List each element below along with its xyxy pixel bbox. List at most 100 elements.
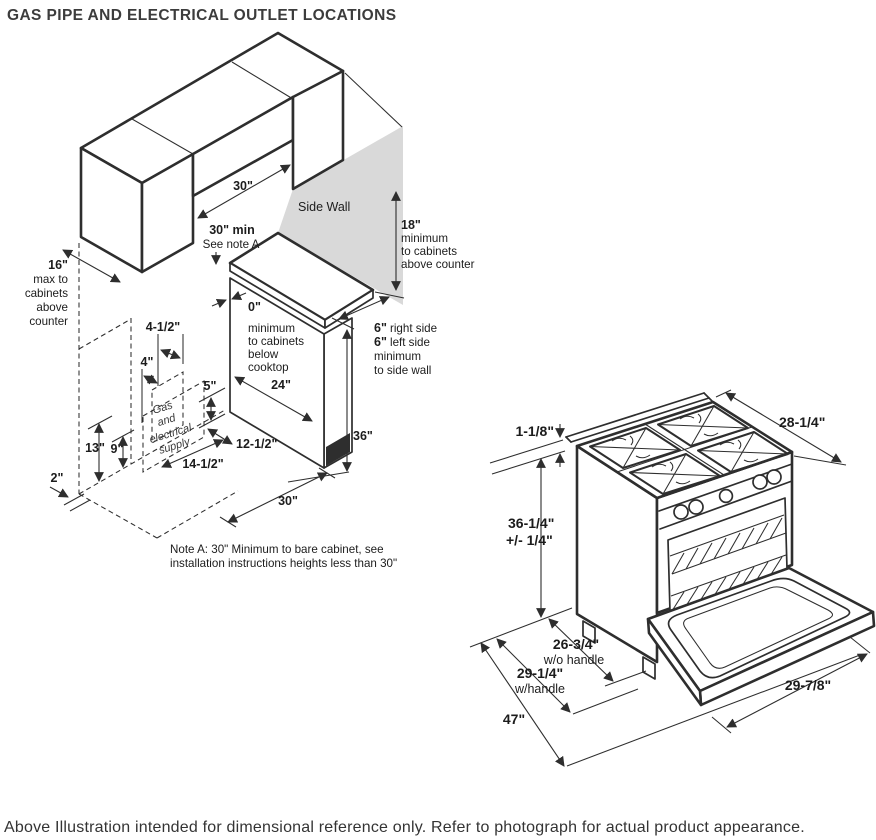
dim-16-l4: counter (29, 315, 68, 328)
ext-118-b (491, 450, 566, 475)
dim-47: 47" (503, 711, 525, 727)
dim-30-top: 30" (233, 179, 253, 193)
caption-text: Above Illustration intended for dimensio… (4, 819, 805, 836)
door-gasket-outline-outer (667, 577, 851, 679)
dim-0-l3: below (248, 348, 279, 361)
dim-line-2814 (725, 392, 842, 463)
dim-line-2978 (726, 653, 868, 728)
knob-icon (766, 469, 782, 485)
dim-0-value: 0" (248, 300, 261, 314)
dim-6-t1: right side (390, 322, 437, 335)
dim-12half: 12-1/2" (236, 437, 277, 451)
knob-icon (718, 488, 734, 504)
cabinet-cutout-drawing: Gas and electrical supply 30" 30" min Se… (25, 31, 475, 570)
dim-6-v2: 6" (374, 335, 387, 349)
dim-0-l1: minimum (248, 322, 295, 335)
dim-1-1-8: 1-1/8" (515, 423, 554, 439)
dim-line-4 (143, 374, 158, 385)
tick-2-b (69, 499, 91, 512)
dim-18-l2: to cabinets (401, 245, 457, 258)
dim-4half: 4-1/2" (146, 320, 180, 334)
back-rail-cap-right (703, 392, 714, 403)
back-rail-line1 (570, 397, 710, 443)
dim-line-24 (234, 376, 313, 422)
dim-5: 5" (204, 379, 217, 393)
knob-icon (752, 474, 768, 490)
dim-13: 13" (85, 441, 105, 455)
supply-line2: and (156, 412, 178, 429)
tick-2-a (63, 493, 85, 506)
range-foot-front (642, 656, 656, 680)
dim-36-1-4-tol: +/- 1/4" (506, 532, 553, 548)
dim-9: 9" (111, 442, 124, 456)
supply-label: Gas and electrical supply (148, 399, 194, 456)
door-left-edge (646, 617, 703, 707)
tick-2978-bottom (711, 716, 732, 734)
note-a-line2: installation instructions heights less t… (170, 557, 397, 570)
oven-rack-upper (669, 514, 787, 575)
ext-36-top (331, 317, 355, 330)
dim-line-30-bottom (227, 472, 328, 523)
dim-6-l1: minimum (374, 350, 421, 363)
note-a-line1: Note A: 30" Minimum to bare cabinet, see (170, 543, 384, 556)
back-rail-cap-left (565, 436, 572, 443)
floor-reference-line (469, 607, 573, 648)
knob-icon (688, 499, 704, 515)
dim-30-min: 30" min (209, 223, 255, 237)
upper-cabinets (79, 31, 345, 274)
dim-30-bottom: 30" (278, 494, 298, 508)
dim-18-l3: above counter (401, 258, 475, 271)
dim-0-arrow-right (231, 290, 247, 301)
ext-118-a (489, 439, 564, 464)
dim-0-l2: to cabinets (248, 335, 304, 348)
dim-line-12half (207, 428, 233, 445)
dim-29-1-4-label: w/handle (514, 682, 565, 696)
dim-4: 4" (141, 355, 154, 369)
tick-9-top (111, 429, 135, 443)
dim-line-16 (62, 249, 121, 283)
page-title: GAS PIPE AND ELECTRICAL OUTLET LOCATIONS (7, 7, 396, 24)
dim-16-value: 16" (48, 258, 68, 272)
ext-2914 (572, 688, 639, 715)
dim-line-47 (480, 642, 565, 767)
tick-5-top (198, 387, 226, 403)
tick-2978-top (849, 636, 871, 654)
dim-29-7-8: 29-7/8" (785, 677, 831, 693)
dim-36-1-4: 36-1/4" (508, 515, 554, 531)
dim-18-l1: minimum (401, 232, 448, 245)
tick-5-bottom (198, 413, 226, 429)
door-gasket-outline-inner (683, 586, 834, 669)
control-panel-bottom-line (659, 480, 793, 530)
control-knobs (673, 469, 782, 520)
dim-29-1-4: 29-1/4" (517, 665, 563, 681)
dim-line-30-top (197, 164, 291, 219)
dim-line-6 (338, 296, 390, 320)
dim-0-l4: cooktop (248, 361, 289, 374)
range-drawing: 1-1/8" 28-1/4" 36-1/4" +/- 1/4" 26-3/4" … (469, 389, 876, 767)
dim-24: 24" (271, 378, 291, 392)
dim-line-4half (160, 348, 181, 360)
dim-6-t2: left side (390, 336, 430, 349)
dim-line-2634 (548, 618, 614, 682)
ext-2634 (604, 670, 647, 687)
side-wall-label: Side Wall (298, 200, 350, 214)
dim-arrow-2 (49, 486, 69, 498)
back-rail-line2 (565, 392, 705, 438)
dim-0-arrow-left (211, 298, 227, 309)
dim-26-3-4: 26-3/4" (553, 636, 599, 652)
supply-line1: Gas (151, 399, 174, 417)
dim-6-l2: to side wall (374, 364, 431, 377)
see-note-a: See note A (203, 238, 260, 251)
burner-grate-icon (589, 427, 681, 469)
tick-13-top (87, 415, 113, 430)
dim-line-14half (161, 439, 224, 468)
dim-28-1-4: 28-1/4" (779, 414, 825, 430)
knob-icon (673, 504, 689, 520)
dim-6-v1: 6" (374, 321, 387, 335)
ext-18-bottom (374, 291, 405, 299)
dim-2: 2" (51, 471, 64, 485)
ext-18-top (344, 72, 403, 128)
ext-2814-top (715, 389, 732, 398)
